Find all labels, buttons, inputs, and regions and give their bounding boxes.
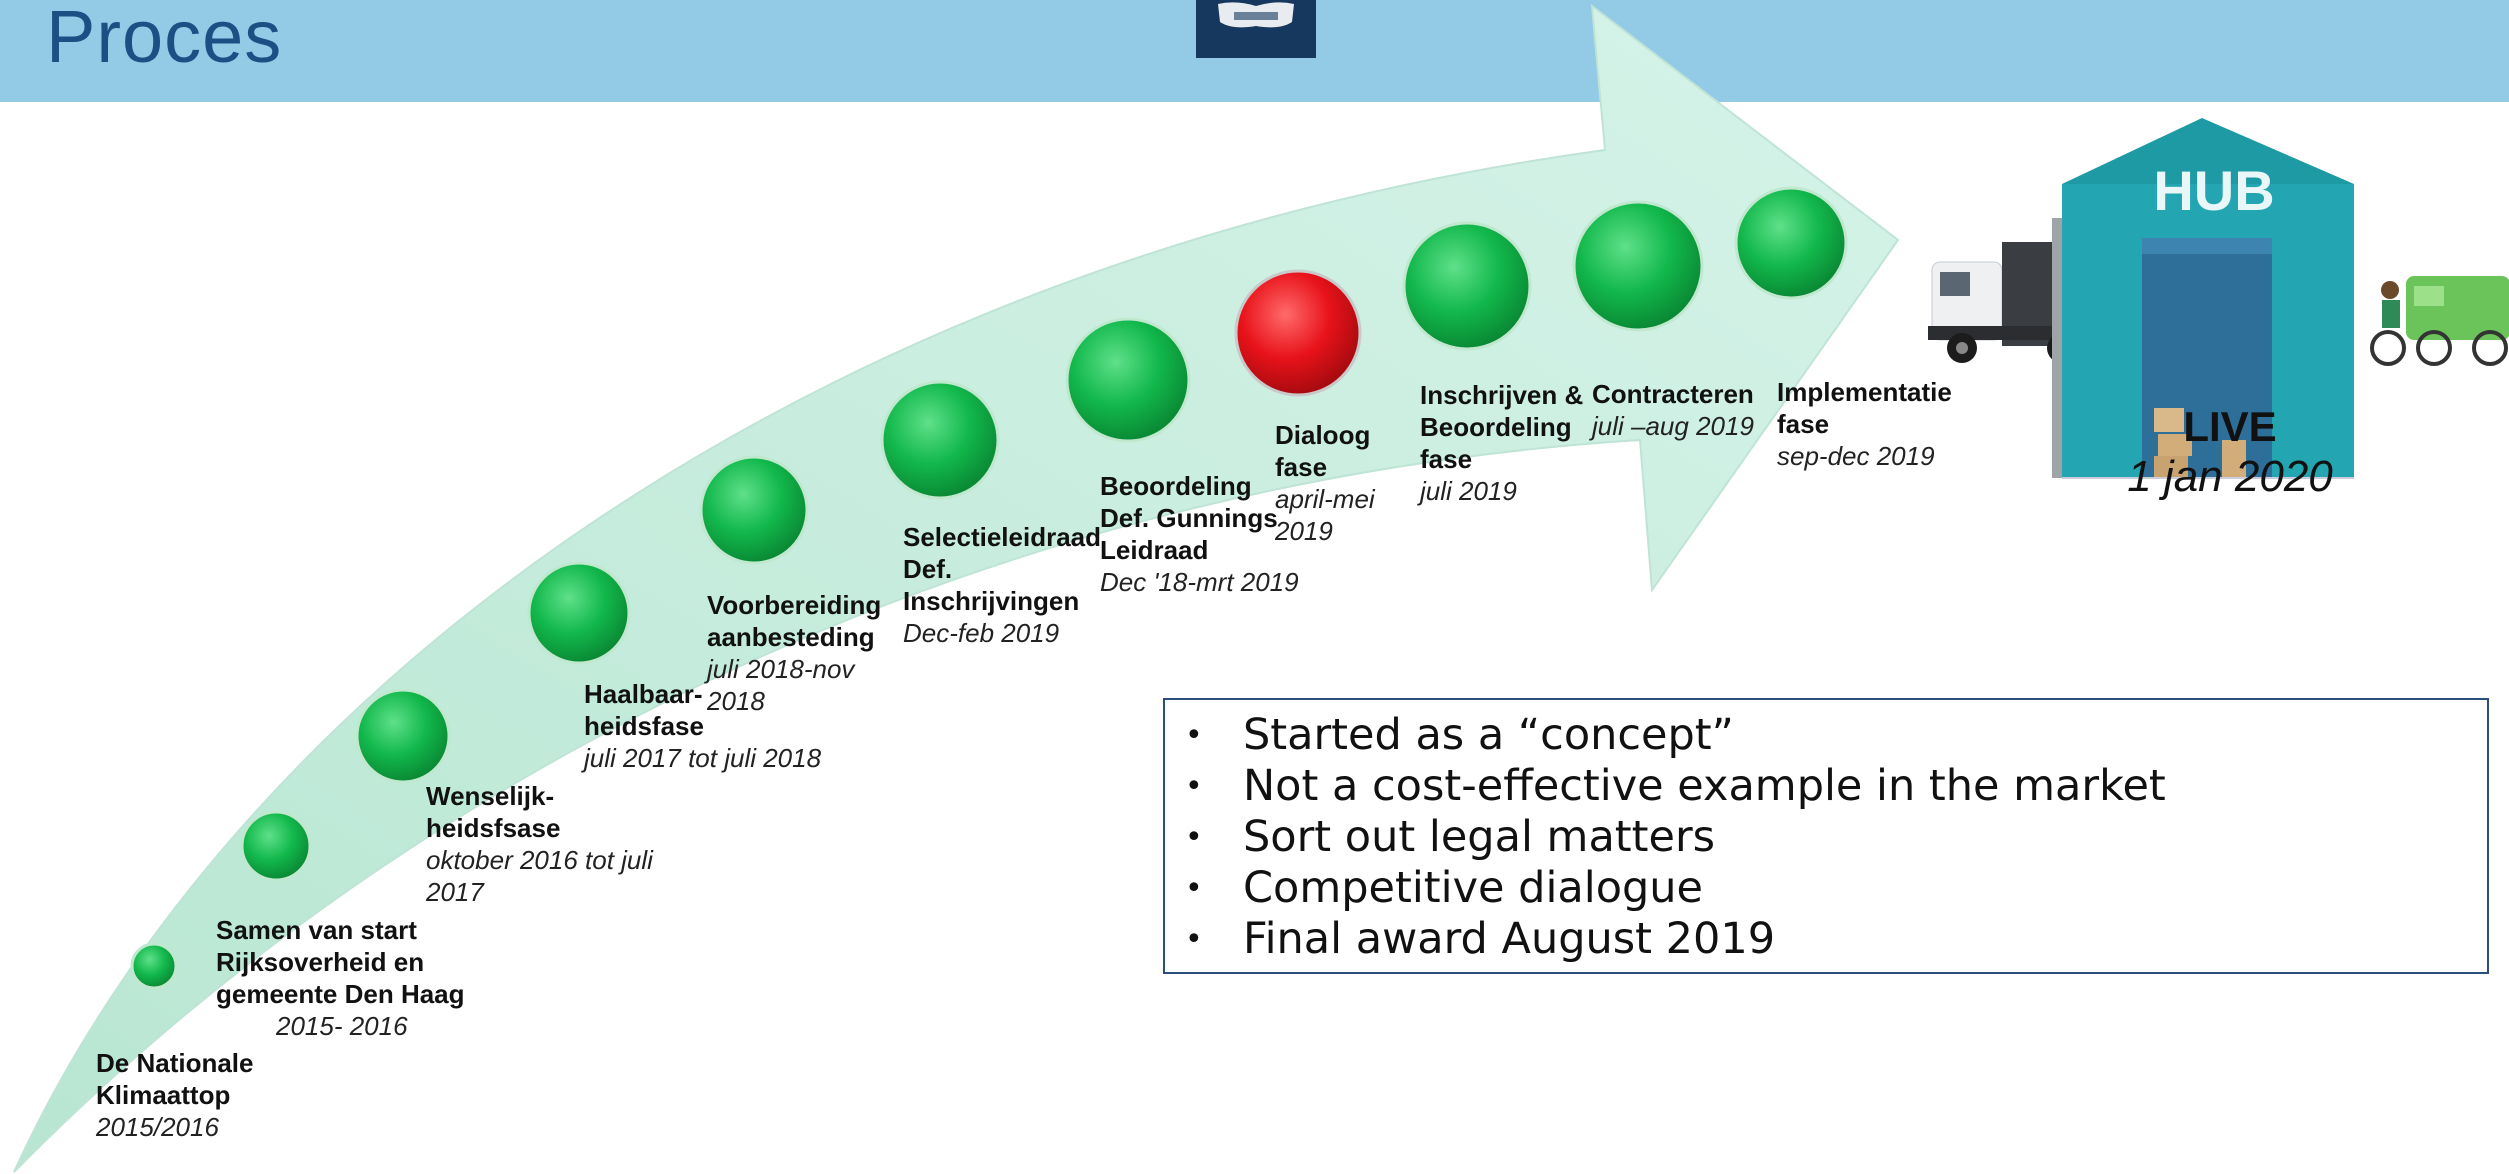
summary-list: • Started as a “concept” • Not a cost-effec…	[1165, 700, 2487, 965]
bullet-icon: •	[1185, 922, 1203, 957]
hub-sign: HUB	[2153, 159, 2274, 222]
step-circle-6	[880, 380, 1000, 500]
cargo-bike-icon	[2370, 276, 2509, 366]
summary-text: Started as a “concept”	[1243, 710, 1734, 760]
step-date: juli –aug 2019	[1592, 411, 1754, 441]
step-circle-9	[1402, 221, 1532, 351]
coat-of-arms-icon	[1196, 0, 1316, 58]
summary-item: • Final award August 2019	[1165, 914, 2487, 965]
live-title: LIVE	[2183, 403, 2277, 450]
step-circles	[130, 186, 1848, 990]
step-date: 2015- 2016	[276, 1011, 408, 1041]
step-name: Voorbereiding aanbesteding	[707, 590, 882, 652]
step-date: juli 2019	[1420, 476, 1517, 506]
bullet-icon: •	[1185, 718, 1203, 753]
step-circle-11	[1734, 186, 1848, 300]
summary-box: • Started as a “concept” • Not a cost-effec…	[1163, 698, 2489, 974]
step-circle-8	[1234, 269, 1362, 397]
step-name: Samen van start Rijksoverheid en gemeent…	[216, 915, 465, 1009]
step-date: sep-dec 2019	[1777, 441, 1935, 471]
step-date: juli 2018-nov 2018	[707, 654, 855, 716]
step-name: Contracteren	[1592, 379, 1754, 409]
summary-text: Final award August 2019	[1243, 914, 1776, 964]
step-name: Dialoog fase	[1275, 420, 1371, 482]
step-name: Wenselijk- heidsfsase	[426, 781, 561, 843]
summary-item: • Started as a “concept”	[1165, 710, 2487, 761]
step-date: oktober 2016 tot juli 2017	[426, 845, 653, 907]
step-name: Haalbaar- heidsfase	[584, 679, 704, 741]
summary-text: Competitive dialogue	[1243, 863, 1704, 913]
step-name: Selectieleidraad Def. Inschrijvingen	[903, 522, 1101, 616]
step-name: Inschrijven & Beoordeling fase	[1420, 380, 1584, 474]
hub-warehouse-icon	[2052, 118, 2354, 479]
step-circle-1	[130, 942, 178, 990]
step-circle-10	[1572, 200, 1704, 332]
summary-item: • Competitive dialogue	[1165, 863, 2487, 914]
summary-text: Sort out legal matters	[1243, 812, 1716, 862]
live-date: 1 jan 2020	[2127, 452, 2333, 501]
step-date: april-mei 2019	[1275, 484, 1375, 546]
bullet-icon: •	[1185, 820, 1203, 855]
summary-text: Not a cost-effective example in the mark…	[1243, 761, 2166, 811]
step-date: 2015/2016	[96, 1112, 219, 1142]
bullet-icon: •	[1185, 769, 1203, 804]
summary-item: • Not a cost-effective example in the mar…	[1165, 761, 2487, 812]
live-block: LIVE 1 jan 2020	[2110, 402, 2350, 502]
step-circle-7	[1065, 317, 1191, 443]
summary-item: • Sort out legal matters	[1165, 812, 2487, 863]
step-name: De Nationale Klimaattop	[96, 1048, 254, 1110]
step-date: Dec '18-mrt 2019	[1100, 567, 1299, 597]
step-name: Implementatie fase	[1777, 377, 1952, 439]
step-circle-2	[240, 810, 312, 882]
step-circle-3	[355, 688, 451, 784]
step-label-2: Samen van start Rijksoverheid en gemeent…	[216, 914, 465, 1042]
step-circle-5	[699, 455, 809, 565]
step-date: Dec-feb 2019	[903, 618, 1060, 648]
step-name: Beoordeling Def. Gunnings Leidraad	[1100, 471, 1278, 565]
page-title: Proces	[46, 0, 283, 78]
bullet-icon: •	[1185, 871, 1203, 906]
step-date: juli 2017 tot juli 2018	[584, 743, 822, 773]
step-circle-4	[527, 561, 631, 665]
